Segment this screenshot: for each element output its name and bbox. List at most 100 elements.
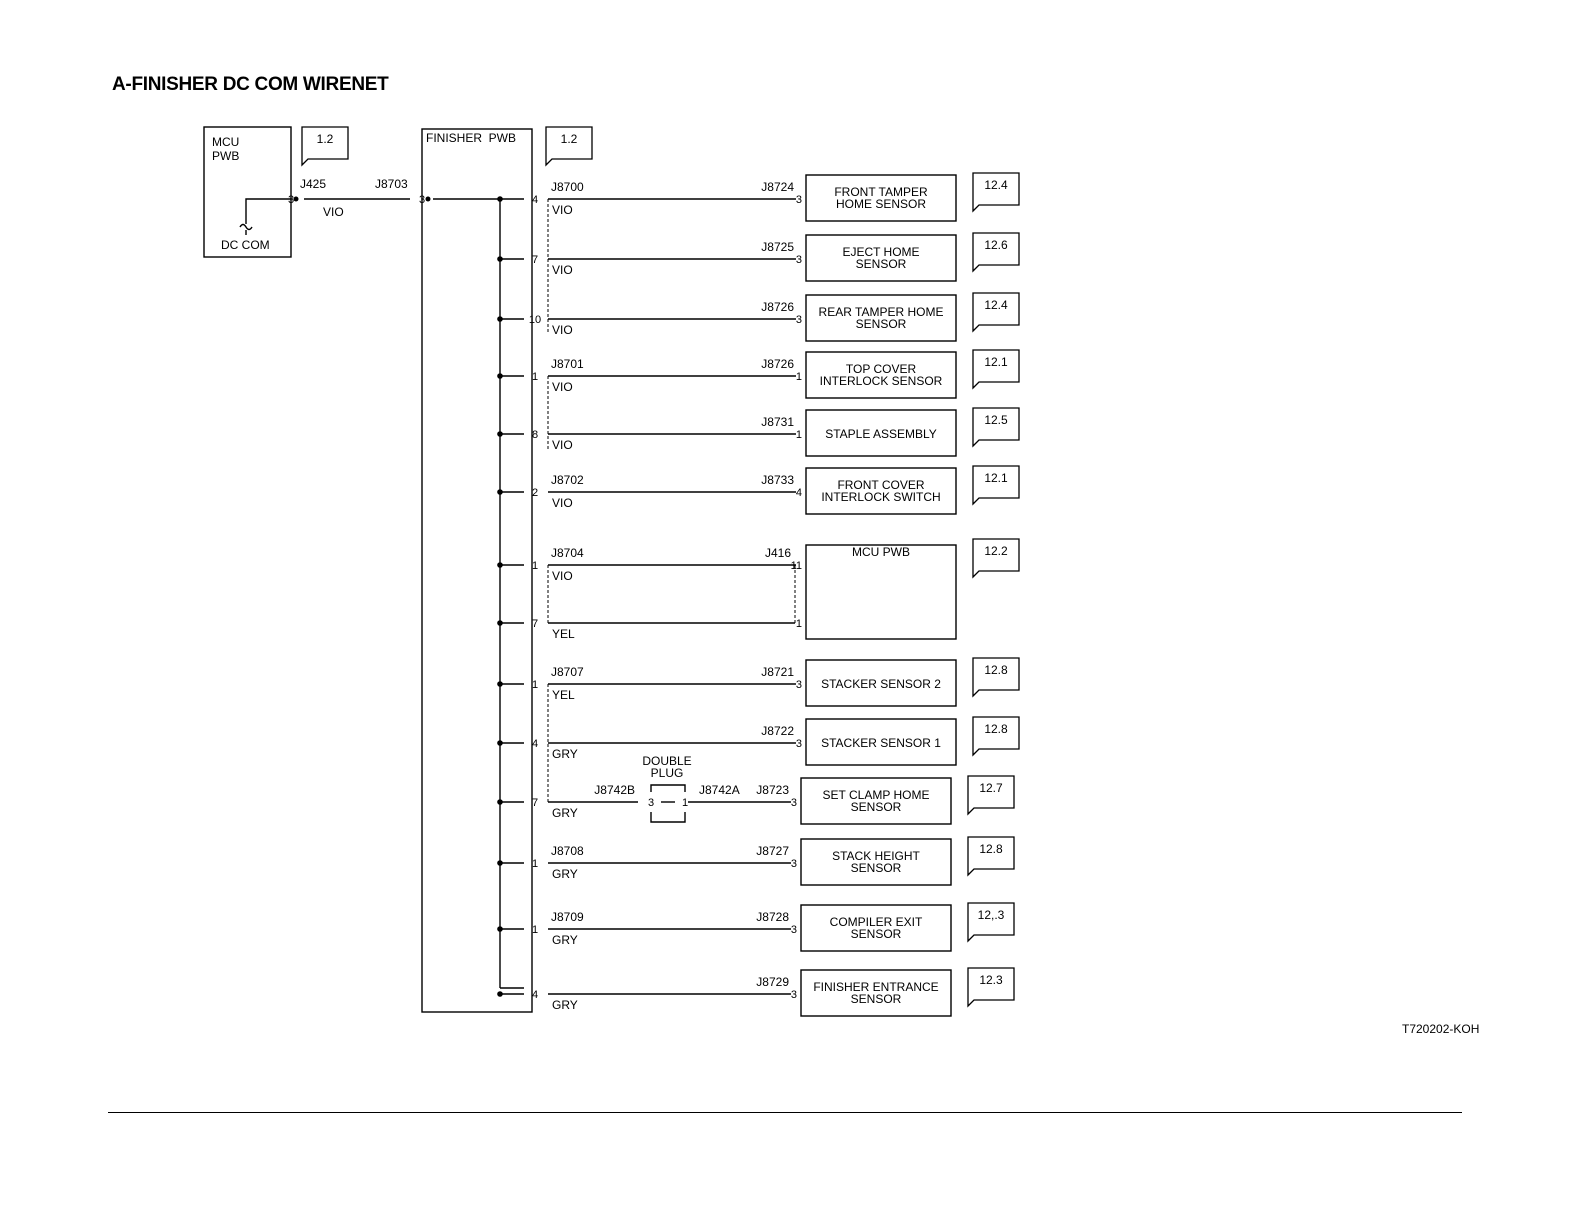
device-label: EJECT HOME (842, 245, 919, 259)
device-box (805, 409, 957, 457)
mcu-wire-color: VIO (323, 205, 344, 219)
device-ref-tag-shape (972, 538, 1020, 579)
device-pin-label: 1 (796, 429, 802, 441)
finisher-pin-label: 8 (532, 429, 538, 441)
device-box (805, 234, 957, 282)
device-connector-label: J8728 (756, 910, 789, 924)
device-pin-label: 1 (796, 618, 802, 630)
device-label: TOP COVER (846, 362, 917, 376)
page-title: A-FINISHER DC COM WIRENET (112, 74, 389, 95)
mcu-pin-dot (293, 196, 299, 202)
wire-color-label: VIO (552, 496, 573, 510)
device-label: STACKER SENSOR 1 (821, 736, 941, 750)
wire-color-label: GRY (552, 806, 578, 820)
device-pin-label: 3 (796, 314, 802, 326)
finisher-connector-label: J8700 (551, 180, 584, 194)
finisher-pin-label: 4 (532, 738, 538, 750)
device-label: SET CLAMP HOME (823, 788, 930, 802)
wire-color-label: GRY (552, 933, 578, 947)
device-label: SENSOR (851, 992, 902, 1006)
wire-color-label: VIO (552, 438, 573, 452)
wire-color-label: YEL (552, 627, 575, 641)
device-connector-label: J8723 (756, 783, 789, 797)
finisher-pin-label: 7 (532, 797, 538, 809)
device-connector-label: J8731 (761, 415, 794, 429)
finisher-connector-label: J8707 (551, 665, 584, 679)
double-plug-connector: J8742B (594, 783, 635, 797)
double-plug-housing (650, 784, 686, 823)
mcu-label-2: PWB (212, 149, 239, 163)
finisher-ref-tag: 1.2 (561, 132, 578, 146)
mcu-label-1: MCU (212, 135, 239, 149)
finisher-pin-label: 1 (532, 858, 538, 870)
device-ref-tag-shape (972, 407, 1020, 448)
wire-color-label: YEL (552, 688, 575, 702)
device-connector-label: J8721 (761, 665, 794, 679)
finisher-in-pin: 3 (419, 194, 425, 206)
device-ref-tag: 12,.3 (978, 908, 1005, 922)
double-plug-pin: 3 (648, 797, 654, 809)
device-ref-tag-shape (972, 292, 1020, 333)
mcu-ref-tag: 1.2 (317, 132, 334, 146)
device-label: FRONT TAMPER (834, 185, 928, 199)
device-ref-tag-shape (967, 836, 1015, 877)
device-label: REAR TAMPER HOME (819, 305, 944, 319)
footer-rule (108, 1112, 1462, 1113)
device-connector-label: J8725 (761, 240, 794, 254)
finisher-pin-label: 1 (532, 924, 538, 936)
device-connector-label: J8724 (761, 180, 794, 194)
finisher-pin-label: 2 (532, 487, 538, 499)
device-ref-tag: 12.8 (979, 842, 1003, 856)
wire-color-label: VIO (552, 203, 573, 217)
device-box (805, 718, 957, 766)
device-label: FRONT COVER (837, 478, 924, 492)
device-connector-label: J8722 (761, 724, 794, 738)
mcu-pwb-box (203, 126, 292, 258)
device-ref-tag-shape (967, 902, 1015, 943)
device-pin-label: 1 (796, 371, 802, 383)
device-pin-label: 3 (791, 989, 797, 1001)
double-plug-label: PLUG (651, 766, 684, 780)
figure-id: T720202-KOH (1402, 1022, 1480, 1036)
device-label: HOME SENSOR (836, 197, 926, 211)
device-connector-label: J8726 (761, 300, 794, 314)
mcu-connector-label: J425 (300, 177, 326, 191)
finisher-in-pin-dot (425, 196, 431, 202)
device-ref-tag: 12.6 (984, 238, 1008, 252)
device-ref-tag-shape (972, 716, 1020, 757)
device-label: SENSOR (856, 257, 907, 271)
wire-color-label: GRY (552, 747, 578, 761)
finisher-pin-label: 1 (532, 679, 538, 691)
device-pin-label: 3 (796, 738, 802, 750)
device-box (800, 969, 952, 1017)
device-pin-label: 3 (796, 679, 802, 691)
finisher-pin-label: 1 (532, 371, 538, 383)
device-connector-label: J8729 (756, 975, 789, 989)
finisher-pin-label: 7 (532, 254, 538, 266)
dc-com-label: DC COM (221, 238, 270, 252)
ground-symbol (239, 198, 291, 235)
device-label: INTERLOCK SENSOR (820, 374, 943, 388)
device-label: SENSOR (851, 861, 902, 875)
device-ref-tag-shape (972, 172, 1020, 213)
device-box (805, 467, 957, 515)
device-ref-tag: 12.8 (984, 722, 1008, 736)
device-connector-label: J8726 (761, 357, 794, 371)
device-box (805, 351, 957, 399)
device-pin-label: 3 (791, 858, 797, 870)
device-box (800, 904, 952, 952)
double-plug-label: DOUBLE (642, 754, 691, 768)
device-box (805, 174, 957, 222)
device-ref-tag-shape (972, 657, 1020, 698)
device-pin-label: 3 (796, 194, 802, 206)
finisher-connector-label: J8701 (551, 357, 584, 371)
device-ref-tag-shape (967, 967, 1015, 1008)
device-ref-tag: 12.8 (984, 663, 1008, 677)
wire-color-label: VIO (552, 380, 573, 394)
device-ref-tag: 12.4 (984, 178, 1008, 192)
finisher-pwb-box (421, 128, 533, 1013)
device-ref-tag: 12.1 (984, 355, 1008, 369)
device-ref-tag: 12.4 (984, 298, 1008, 312)
double-plug-connector: J8742A (699, 783, 740, 797)
